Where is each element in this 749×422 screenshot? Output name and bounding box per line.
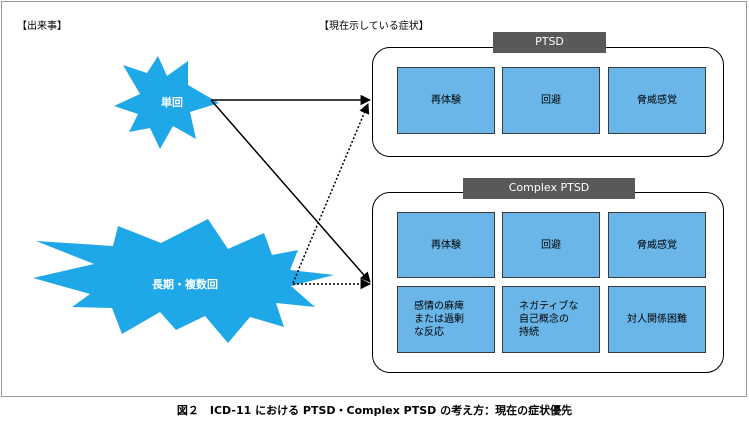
ptsd-cell-threat: 脅威感覚 bbox=[608, 67, 706, 134]
complex-cell-affect-dysregulation: 感情の麻痺 または過剰 な反応 bbox=[397, 286, 495, 353]
single-event-burst bbox=[114, 56, 219, 149]
complex-ptsd-title: Complex PTSD bbox=[463, 178, 635, 199]
diagram-frame bbox=[1, 1, 747, 397]
ptsd-cell-avoidance: 回避 bbox=[502, 67, 600, 134]
long-term-event-label: 長期・複数回 bbox=[152, 277, 218, 291]
complex-cell-interpersonal-difficulty: 対人関係困難 bbox=[608, 286, 706, 353]
figure-caption: 図２ ICD-11 における PTSD・Complex PTSD の考え方：現在… bbox=[176, 404, 573, 417]
complex-cell-negative-self-concept: ネガティブな 自己概念の 持続 bbox=[502, 286, 600, 353]
ptsd-title: PTSD bbox=[493, 32, 606, 53]
complex-cell-avoidance: 回避 bbox=[502, 212, 600, 278]
arrow-long-term-to-ptsd bbox=[292, 103, 370, 284]
single-event-label: 単回 bbox=[161, 95, 183, 109]
events-heading: 【出来事】 bbox=[17, 21, 67, 32]
long-term-event-burst bbox=[33, 219, 334, 343]
ptsd-cell-reexperiencing: 再体験 bbox=[397, 67, 495, 134]
complex-cell-threat: 脅威感覚 bbox=[608, 212, 706, 278]
symptoms-heading: 【現在示している症状】 bbox=[319, 21, 429, 32]
complex-cell-reexperiencing: 再体験 bbox=[397, 212, 495, 278]
arrow-single-to-complex bbox=[210, 99, 371, 283]
